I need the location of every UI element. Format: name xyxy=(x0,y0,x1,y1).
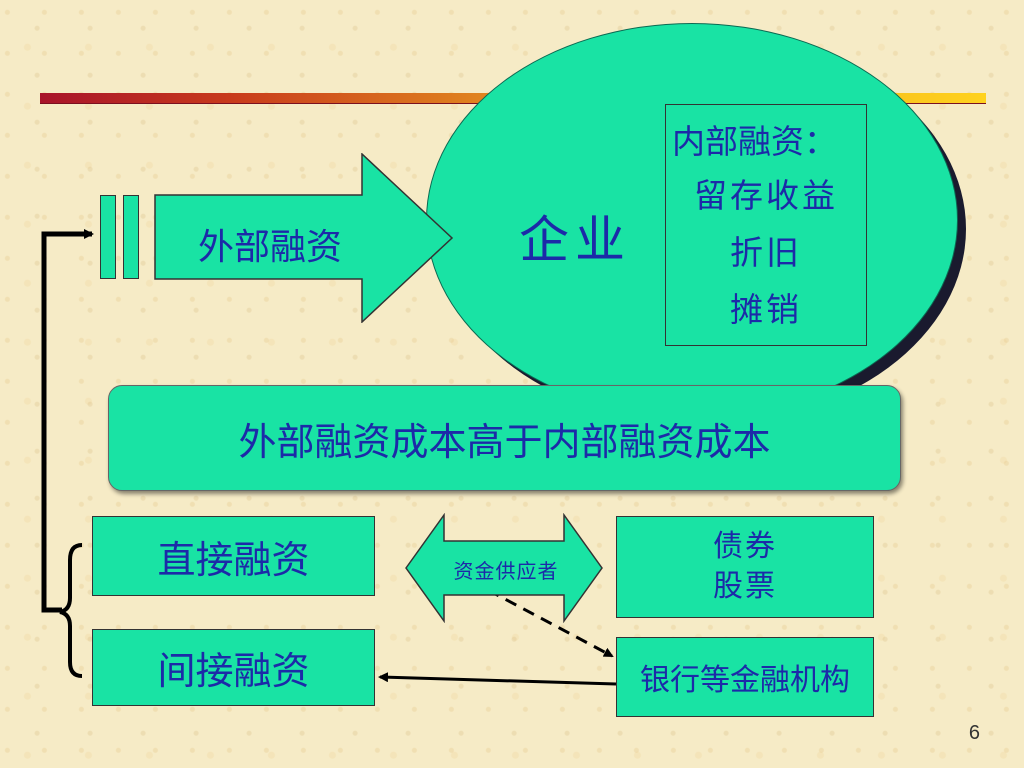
enterprise-label: 企业 xyxy=(519,211,631,269)
internal-financing-box: 内部融资： 留存收益 折旧 摊销 xyxy=(665,104,867,346)
securities-item: 股票 xyxy=(713,569,777,604)
internal-financing-heading: 内部融资： xyxy=(672,122,837,161)
internal-financing-item: 留存收益 xyxy=(694,176,838,215)
fund-supplier-label: 资金供应者 xyxy=(453,559,559,583)
external-financing-label: 外部融资 xyxy=(197,227,342,268)
indirect-financing-box: 间接融资 xyxy=(92,629,375,706)
direct-financing-box: 直接融资 xyxy=(92,516,375,596)
arrow-tail-stripe-2 xyxy=(123,195,139,279)
arrow-tail-stripe-1 xyxy=(100,195,116,279)
page-number: 6 xyxy=(968,722,980,744)
fund-supplier-double-arrow xyxy=(405,513,603,623)
direct-financing-label: 直接融资 xyxy=(157,537,310,582)
external-financing-arrow xyxy=(154,153,454,323)
financial-institutions-label: 银行等金融机构 xyxy=(640,663,850,698)
securities-item: 债券 xyxy=(713,529,777,564)
securities-box: 债券 股票 xyxy=(616,516,874,618)
internal-financing-item: 摊销 xyxy=(730,290,802,329)
cost-comparison-text: 外部融资成本高于内部融资成本 xyxy=(238,419,771,464)
indirect-financing-label: 间接融资 xyxy=(157,649,310,693)
cost-comparison-box: 外部融资成本高于内部融资成本 xyxy=(108,385,901,491)
financial-institutions-box: 银行等金融机构 xyxy=(616,637,874,717)
internal-financing-item: 折旧 xyxy=(730,233,802,272)
